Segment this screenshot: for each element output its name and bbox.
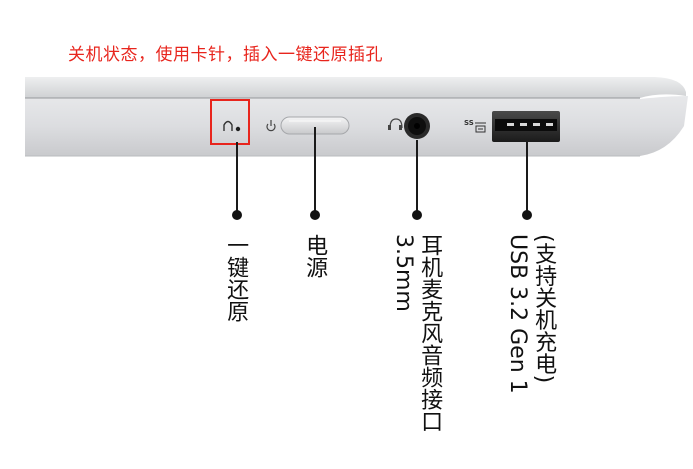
reset-pinhole[interactable] [235, 126, 241, 132]
audio-label-main: 耳机麦克风音频接口 [417, 234, 443, 432]
laptop-lid [25, 77, 686, 98]
power-callout-dot [310, 210, 320, 220]
usb-superspeed-icon: SS [464, 119, 486, 133]
usb-label-charge: (支持关机充电) [531, 234, 557, 384]
headset-icon [388, 118, 403, 130]
reset-highlight-box [210, 99, 250, 145]
power-icon [266, 120, 276, 132]
reset-label: 一键还原 [223, 234, 249, 322]
instruction-text: 关机状态，使用卡针，插入一键还原插孔 [68, 45, 383, 65]
audio-callout-line [416, 140, 418, 216]
usb-callout-line [526, 142, 528, 216]
usb-callout-dot [522, 210, 532, 220]
power-callout-line [314, 127, 316, 216]
svg-text:SS: SS [464, 119, 474, 127]
one-key-recovery-icon [223, 120, 233, 131]
reset-callout-line [236, 142, 238, 216]
audio-callout-dot [412, 210, 422, 220]
audio-label-size: 3.5mm [391, 234, 417, 312]
laptop-base [25, 96, 688, 156]
reset-callout-dot [232, 210, 242, 220]
power-label: 电源 [302, 234, 328, 278]
usb-label-spec: USB 3.2 Gen 1 [505, 234, 531, 394]
